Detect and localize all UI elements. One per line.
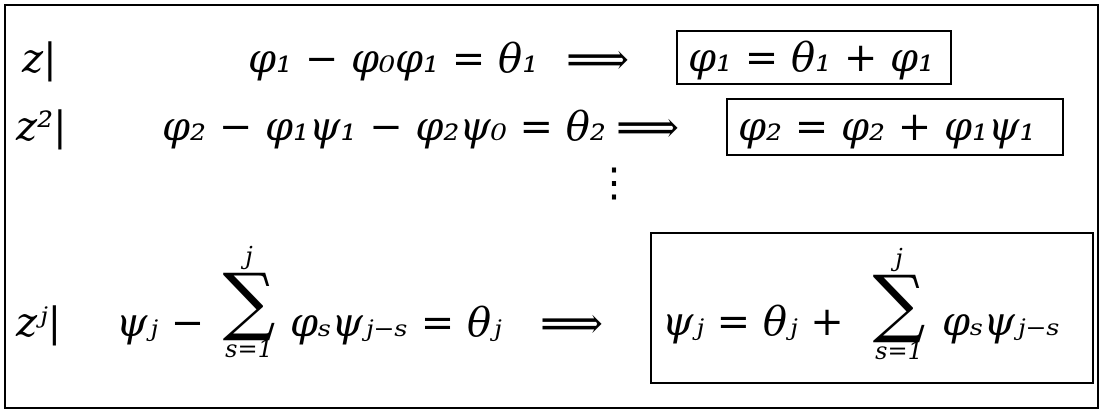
equation-frame: [4, 4, 1099, 409]
lhs-sum-upper: j: [245, 242, 253, 270]
lhs-pre-j: ψⱼ −: [116, 300, 205, 346]
boxed-result-2: φ₂ = φ₂ + φ₁ψ₁: [726, 98, 1064, 156]
lhs-equation-2: φ₂ − φ₁ψ₁ − φ₂ψ₀ = θ₂: [162, 104, 606, 150]
result-sum-lower: s=1: [875, 336, 923, 365]
result-post-j: φₛψⱼ₋ₛ: [942, 299, 1061, 345]
implies-arrow-j: ⟹: [540, 298, 604, 349]
result-sum-symbol: ∑: [872, 260, 926, 346]
lhs-sum-lower: s=1: [225, 334, 273, 363]
result-summation: j ∑ s=1: [862, 246, 936, 365]
coefficient-z-j: zʲ|: [16, 300, 62, 346]
boxed-result-j: ψⱼ = θⱼ + j ∑ s=1 φₛψⱼ₋ₛ: [650, 232, 1094, 384]
coefficient-z: z|: [22, 36, 57, 82]
lhs-sum-symbol: ∑: [222, 258, 276, 344]
equation-row-j: zʲ| ψⱼ − j ∑ s=1 φₛψⱼ₋ₛ = θⱼ ⟹ ψⱼ = θⱼ +…: [0, 232, 1109, 400]
result-pre-j: ψⱼ = θⱼ +: [662, 299, 844, 345]
coefficient-z-squared: z²|: [16, 104, 67, 150]
implies-arrow-1: ⟹: [566, 34, 630, 85]
vertical-dots: ⋮: [594, 160, 634, 206]
boxed-result-1: φ₁ = θ₁ + φ₁: [676, 30, 952, 85]
lhs-equation-1: φ₁ − φ₀φ₁ = θ₁: [248, 36, 539, 82]
lhs-post-j: φₛψⱼ₋ₛ = θⱼ: [290, 300, 502, 346]
result-sum-upper: j: [895, 244, 903, 272]
implies-arrow-2: ⟹: [616, 102, 680, 153]
lhs-summation: j ∑ s=1: [212, 244, 286, 363]
